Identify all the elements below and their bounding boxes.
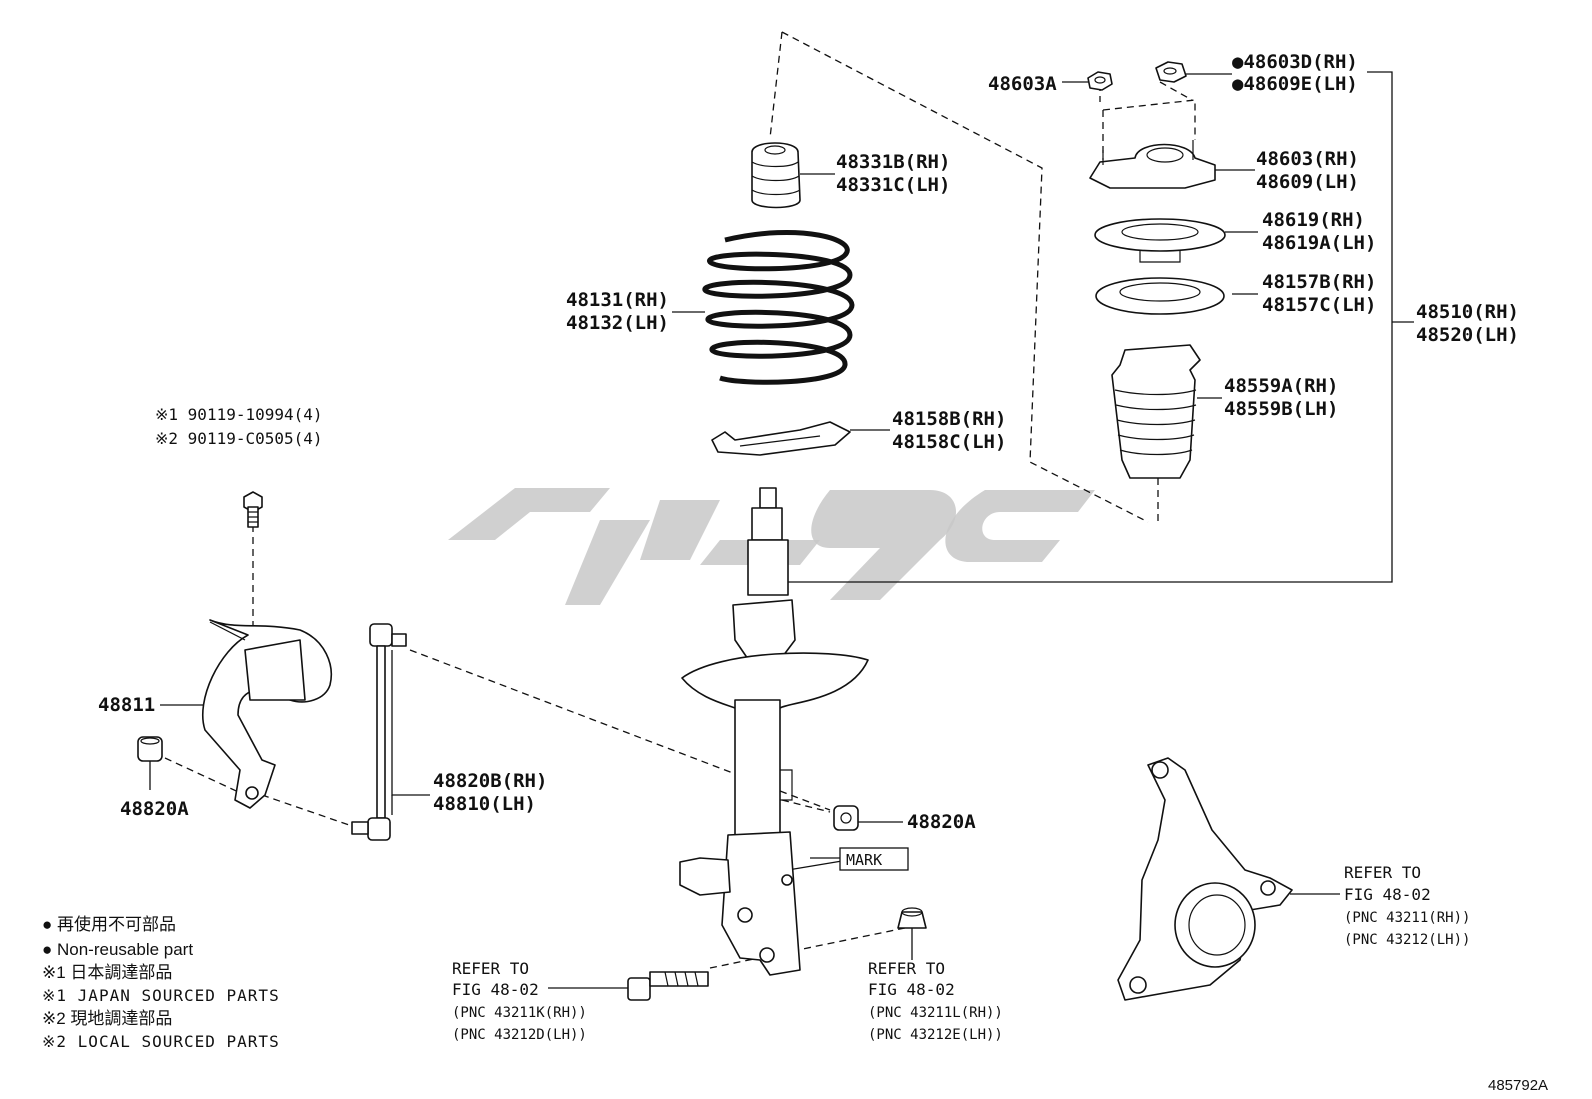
ref-bolt-line3: (PNC 43211K(RH)) — [452, 1005, 587, 1021]
label-48158B: 48158B(RH) — [892, 408, 1006, 430]
nut-48603D — [1155, 61, 1187, 83]
ref-knuckle-line1: REFER TO — [1344, 863, 1421, 882]
refer-knuckle: REFER TO FIG 48-02 (PNC 43211(RH)) (PNC … — [1344, 863, 1470, 948]
watermark-logo — [448, 488, 1095, 605]
bushing-48820A-right — [833, 805, 859, 831]
flange-bolt — [627, 971, 709, 1001]
label-48820B: 48820B(RH) — [433, 770, 547, 792]
label-48520: 48520(LH) — [1416, 324, 1519, 346]
ref-bolt-line4: (PNC 43212D(LH)) — [452, 1027, 587, 1043]
flange-nut — [897, 907, 927, 929]
legend-line6: ※2 LOCAL SOURCED PARTS — [42, 1032, 280, 1051]
ref-knuckle-line4: (PNC 43212(LH)) — [1344, 932, 1470, 948]
stabilizer-link — [351, 623, 407, 841]
legend-line1: ● 再使用不可部品 — [42, 914, 176, 934]
label-48811: 48811 — [98, 694, 155, 716]
ref-nut-line2: FIG 48-02 — [868, 980, 955, 999]
label-48820A-right: 48820A — [907, 811, 976, 833]
refer-nut: REFER TO FIG 48-02 (PNC 43211L(RH)) (PNC… — [868, 959, 1003, 1043]
label-48157B: 48157B(RH) — [1262, 271, 1376, 293]
stabilizer-bar — [202, 619, 332, 809]
label-48331B: 48331B(RH) — [836, 151, 950, 173]
label-bolt1: ※1 90119-10994(4) — [155, 405, 323, 424]
dust-boot — [1111, 344, 1201, 479]
ref-bolt-line1: REFER TO — [452, 959, 529, 978]
diagram-code: 485792A — [1488, 1077, 1548, 1094]
coil-spring — [702, 229, 855, 385]
label-48331C: 48331C(LH) — [836, 174, 950, 196]
label-48603A: 48603A — [988, 73, 1057, 95]
ref-knuckle-line3: (PNC 43211(RH)) — [1344, 910, 1470, 926]
label-48619A: 48619A(LH) — [1262, 232, 1376, 254]
mark-box — [839, 847, 909, 871]
label-48820A-left: 48820A — [120, 798, 189, 820]
label-48609: 48609(LH) — [1256, 171, 1359, 193]
shock-absorber — [679, 487, 869, 976]
refer-bolt: REFER TO FIG 48-02 (PNC 43211K(RH)) (PNC… — [452, 959, 587, 1043]
ref-nut-line3: (PNC 43211L(RH)) — [868, 1005, 1003, 1021]
label-48810: 48810(LH) — [433, 793, 536, 815]
bushing-48820A-left — [137, 736, 163, 762]
upper-support — [1089, 140, 1216, 189]
ref-bolt-line2: FIG 48-02 — [452, 980, 539, 999]
ref-nut-line4: (PNC 43212E(LH)) — [868, 1027, 1003, 1043]
bearing-48619 — [1094, 218, 1226, 263]
ref-knuckle-line2: FIG 48-02 — [1344, 885, 1431, 904]
bolt-90119 — [243, 491, 263, 528]
legend-line5: ※2 現地調達部品 — [42, 1009, 172, 1028]
legend: ● 再使用不可部品 ● Non-reusable part ※1 日本調達部品 … — [42, 914, 280, 1051]
nut-48603A — [1087, 71, 1113, 91]
label-48158C: 48158C(LH) — [892, 431, 1006, 453]
label-48559B: 48559B(LH) — [1224, 398, 1338, 420]
legend-line2: ● Non-reusable part — [42, 940, 193, 959]
part-labels: ●48603D(RH) ●48609E(LH) 48603A 48331B(RH… — [98, 51, 1519, 833]
mark-text: MARK — [846, 851, 882, 869]
legend-line4: ※1 JAPAN SOURCED PARTS — [42, 986, 280, 1005]
lower-insulator — [711, 421, 851, 456]
steering-knuckle — [1117, 757, 1293, 1001]
label-bolt2: ※2 90119-C0505(4) — [155, 429, 323, 448]
ref-nut-line1: REFER TO — [868, 959, 945, 978]
label-48603: 48603(RH) — [1256, 148, 1359, 170]
label-48619: 48619(RH) — [1262, 209, 1365, 231]
label-48603D: ●48603D(RH) — [1232, 51, 1358, 73]
leader-lines — [149, 71, 1414, 989]
label-48510: 48510(RH) — [1416, 301, 1519, 323]
legend-line3: ※1 日本調達部品 — [42, 963, 172, 982]
label-48157C: 48157C(LH) — [1262, 294, 1376, 316]
label-48131: 48131(RH) — [566, 289, 669, 311]
upper-insulator — [1095, 277, 1225, 315]
label-48559A: 48559A(RH) — [1224, 375, 1338, 397]
label-48609E: ●48609E(LH) — [1232, 73, 1358, 95]
bump-stopper — [751, 142, 801, 209]
label-48132: 48132(LH) — [566, 312, 669, 334]
